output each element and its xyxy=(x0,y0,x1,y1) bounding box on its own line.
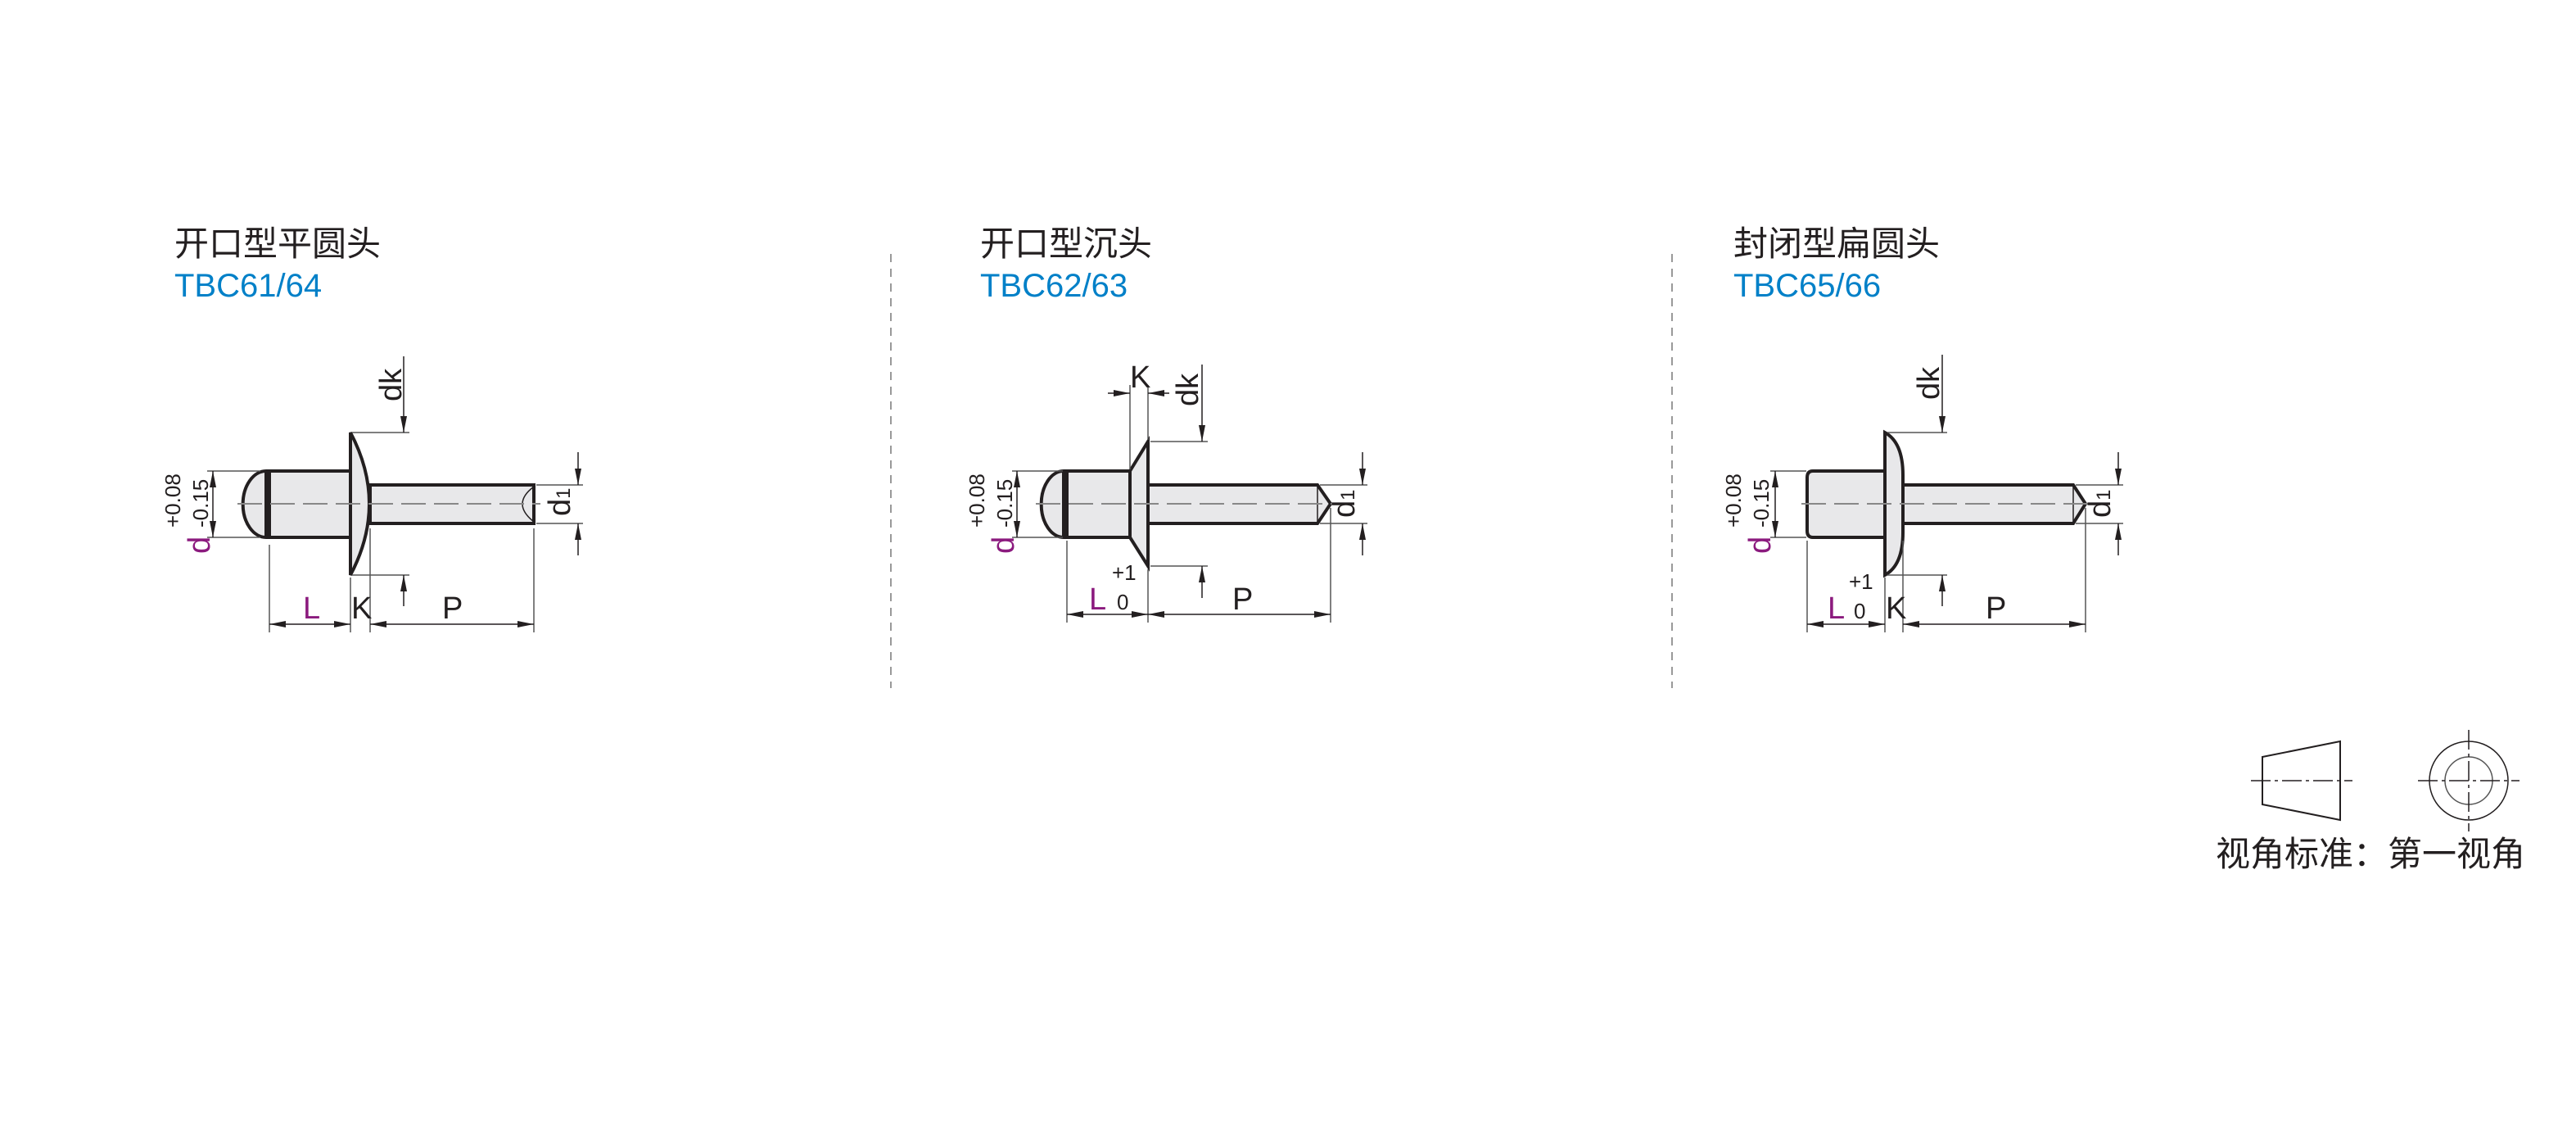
diagram-code: TBC61/64 xyxy=(174,268,322,304)
d-tolerance-upper: +0.08 xyxy=(1721,473,1746,528)
diagram-tbc61-64: 开口型平圆头 TBC61/64 dk d1 d +0.08 -0.15 L K … xyxy=(160,224,583,632)
dk-label: dk xyxy=(374,368,409,401)
d1-label: d1 xyxy=(2083,490,2117,519)
d1-label: d1 xyxy=(543,488,577,517)
K-label: K xyxy=(1886,591,1906,626)
projection-legend: 视角标准：第一视角 xyxy=(2216,730,2525,874)
concentric-circles-icon xyxy=(2418,730,2520,831)
diagram-title: 封闭型扁圆头 xyxy=(1733,224,1940,264)
L-label: L xyxy=(1828,591,1845,626)
L-label: L xyxy=(1089,582,1106,617)
projection-standard-label: 视角标准：第一视角 xyxy=(2216,834,2525,874)
P-label: P xyxy=(442,591,463,626)
K-label: K xyxy=(1130,360,1150,395)
mandrel-shank xyxy=(1901,483,2088,525)
L-tolerance-upper: +1 xyxy=(1849,569,1873,594)
d-tolerance-lower: -0.15 xyxy=(992,479,1017,528)
d-tolerance-upper: +0.08 xyxy=(160,473,185,528)
d-tolerance-lower: -0.15 xyxy=(188,479,213,528)
rivet-head xyxy=(1883,429,1905,578)
d1-label: d1 xyxy=(1327,490,1362,519)
d-label: d xyxy=(987,537,1021,554)
K-label: K xyxy=(351,591,372,626)
diagram-tbc65-66: 封闭型扁圆头 TBC65/66 dk d1 d +0.08 -0.15 L +1… xyxy=(1721,224,2123,632)
dk-label: dk xyxy=(1171,373,1205,406)
diagram-code: TBC62/63 xyxy=(980,268,1128,304)
L-tolerance-lower: 0 xyxy=(1117,590,1128,614)
d-label: d xyxy=(1743,537,1778,554)
L-tolerance-upper: +1 xyxy=(1112,560,1137,585)
diagram-title: 开口型平圆头 xyxy=(174,224,381,264)
diagram-tbc62-63: 开口型沉头 TBC62/63 K dk d1 d +0.08 -0.15 xyxy=(965,224,1367,623)
L-label: L xyxy=(303,591,320,626)
diagram-title: 开口型沉头 xyxy=(980,224,1152,264)
diagram-code: TBC65/66 xyxy=(1733,268,1881,304)
truncated-cone-icon xyxy=(2262,740,2341,822)
L-tolerance-lower: 0 xyxy=(1854,599,1865,623)
d-tolerance-upper: +0.08 xyxy=(965,473,989,528)
dk-label: dk xyxy=(1912,366,1946,400)
P-label: P xyxy=(1232,582,1253,617)
d-tolerance-lower: -0.15 xyxy=(1749,479,1774,528)
d-label: d xyxy=(183,537,217,554)
P-label: P xyxy=(1986,591,2006,626)
